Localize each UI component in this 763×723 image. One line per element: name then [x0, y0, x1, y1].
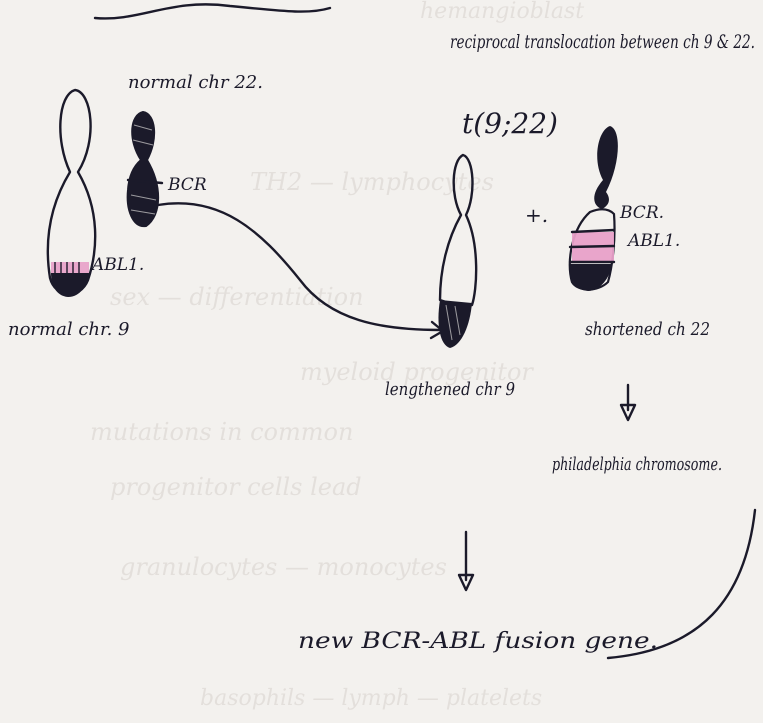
svg-text:TH2 — lymphocytes: TH2 — lymphocytes: [250, 168, 494, 196]
svg-text:mutations in common: mutations in common: [90, 418, 353, 446]
shortened-chr22-label: shortened ch 22: [585, 319, 710, 340]
svg-text:granulocytes — monocytes: granulocytes — monocytes: [120, 553, 447, 581]
normal-chr9: [48, 90, 95, 297]
fusion-gene-label: new BCR-ABL fusion gene.: [298, 629, 658, 654]
philadelphia-label: philadelphia chromosome.: [552, 454, 722, 475]
svg-text:hemangioblast: hemangioblast: [420, 0, 584, 24]
svg-text:sex — differentiation: sex — differentiation: [110, 283, 364, 311]
shortened-chr22: [570, 126, 618, 291]
svg-text:basophils — lymph — platelets: basophils — lymph — platelets: [200, 686, 542, 711]
svg-text:progenitor cells lead: progenitor cells lead: [110, 473, 362, 501]
normal-chr22-label: normal chr 22.: [128, 72, 263, 93]
lengthened-chr9-label: lengthened chr 9: [385, 379, 515, 400]
down-arrow-icon: [459, 532, 473, 590]
abl1-label-shortened: ABL1.: [626, 231, 680, 251]
title-label: reciprocal translocation between ch 9 & …: [450, 31, 755, 53]
plus-sign: +.: [525, 203, 548, 227]
down-arrow-icon: [621, 385, 635, 420]
normal-chr22: [128, 112, 162, 226]
top-scribble: [95, 4, 330, 18]
bcr-label: BCR: [167, 175, 207, 195]
normal-chr9-label: normal chr. 9: [8, 319, 130, 340]
bcr-label-shortened: BCR.: [619, 203, 664, 223]
notation-label: t(9;22): [462, 107, 558, 140]
abl1-label-normal9: ABL1.: [90, 255, 144, 275]
